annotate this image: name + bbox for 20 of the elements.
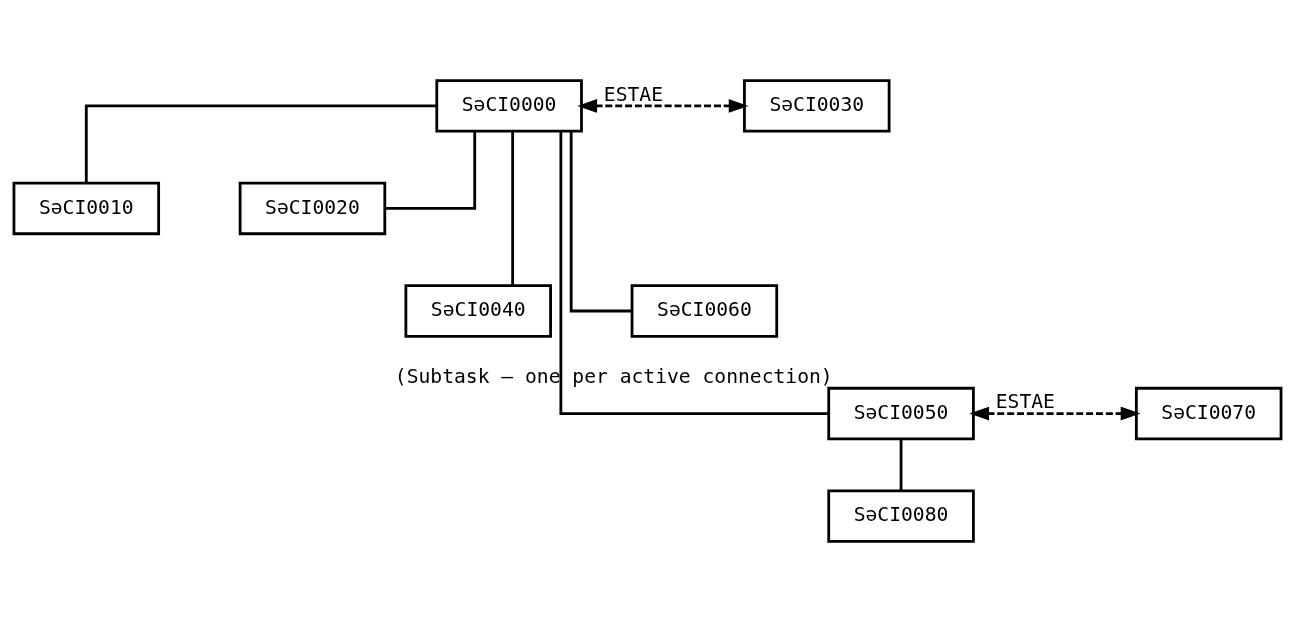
node-box: SəCI0060 [630, 283, 779, 338]
node-box: SəCI0020 [238, 181, 387, 235]
connector [899, 438, 903, 491]
arrow [577, 98, 749, 113]
node-box: SəCI0050 [827, 386, 975, 440]
node-label: (Subtask – one per active connection) [394, 364, 833, 388]
node-box: SəCI0000 [435, 78, 583, 133]
connector [569, 130, 632, 312]
node-box: SəCI0080 [827, 488, 975, 543]
connector [385, 130, 477, 210]
node-box: SəCI0030 [743, 78, 891, 133]
arrow [969, 406, 1141, 420]
connector [559, 131, 829, 415]
connector [84, 104, 437, 183]
node-box: SəCI0070 [1134, 386, 1283, 440]
node-box: SəCI0010 [12, 181, 161, 235]
edge-label: ESTAE [603, 82, 664, 106]
node-box: SəCI0040 [404, 283, 552, 338]
edge-label: ESTAE [995, 389, 1055, 413]
connector [511, 130, 515, 285]
